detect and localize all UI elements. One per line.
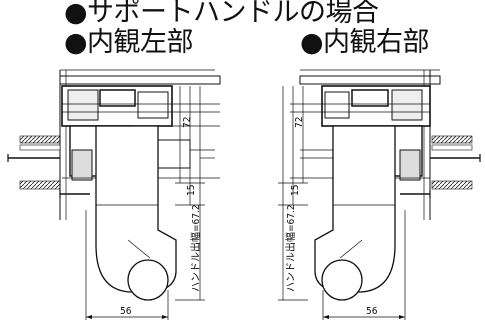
right-handle-projection: ハンドル出幅=67.2 — [284, 204, 297, 292]
left-dim-72: 72 — [182, 117, 193, 128]
right-dim-72: 72 — [294, 117, 305, 128]
left-handle-projection: ハンドル出幅=67.2 — [189, 204, 202, 292]
left-view-label: ●内観左部 — [64, 27, 194, 58]
right-section-drawing — [278, 69, 481, 320]
left-dim-15: 15 — [186, 185, 197, 196]
page-title: ●サポートハンドルの場合 — [64, 0, 379, 28]
left-section-drawing — [7, 69, 221, 320]
right-view-label: ●内観右部 — [300, 27, 430, 58]
left-width-56: 56 — [120, 306, 132, 317]
right-width-56: 56 — [366, 306, 378, 317]
right-dim-15: 15 — [290, 185, 301, 196]
